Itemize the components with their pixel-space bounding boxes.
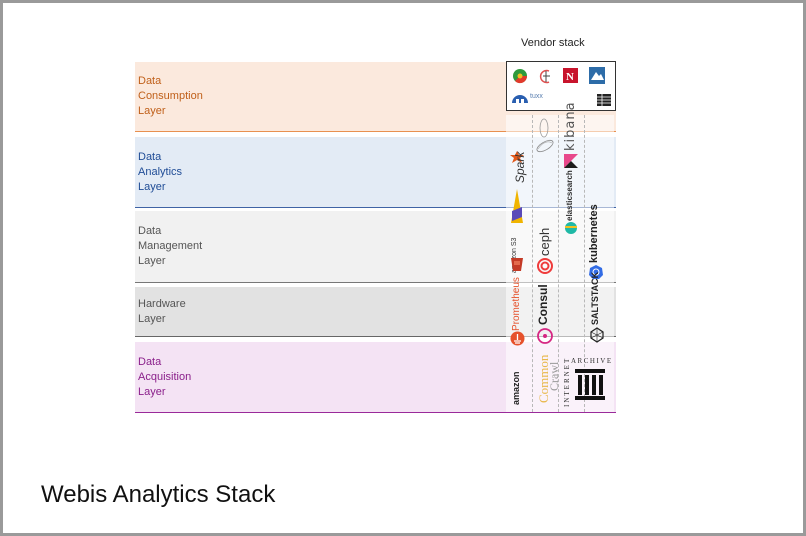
kubernetes-label: kubernetes <box>588 204 600 263</box>
vendor-column-divider-2 <box>558 115 559 412</box>
tuxx-icon <box>512 95 528 104</box>
internet-archive-building-icon <box>575 369 605 400</box>
elasticsearch-icon <box>565 222 577 234</box>
internet-label: INTERNET <box>563 356 571 407</box>
ceph-label: ceph <box>537 227 552 256</box>
vendor-column-bg <box>506 115 614 412</box>
vendor-column-divider-1 <box>532 115 533 412</box>
spark-icon <box>510 151 524 163</box>
prometheus-icon <box>510 331 525 346</box>
layer-acquisition-line <box>135 412 616 413</box>
layer-management-line <box>135 282 616 283</box>
saltstack-icon <box>590 327 604 343</box>
spark-label: Spark <box>513 151 527 183</box>
elephant-icon <box>536 139 554 153</box>
saltstack-label: SALTSTACK <box>590 271 600 325</box>
kubernetes-icon <box>589 265 603 279</box>
layer-hardware-label: Hardware Layer <box>138 298 186 325</box>
table-grid-icon <box>597 94 611 106</box>
layer-analytics-line <box>135 207 616 208</box>
layer-management-label: Data Management Layer <box>138 225 203 267</box>
pig-icon <box>539 118 549 138</box>
svg-text:N: N <box>566 71 574 83</box>
kibana-label: kibana <box>563 101 578 151</box>
mountain-icon <box>589 67 605 84</box>
elasticsearch-label: elasticsearch <box>565 170 574 221</box>
ceph-icon <box>537 258 553 274</box>
layer-hardware-line <box>135 336 616 337</box>
layer-consumption-label: Data Consumption Layer <box>138 75 203 117</box>
layer-analytics-label: Data Analytics Layer <box>138 151 183 193</box>
common-crawl-label-2: Crawl <box>547 361 561 391</box>
slide-title: Webis Analytics Stack <box>41 481 276 508</box>
vendor-stack-label: Vendor stack <box>521 37 585 49</box>
consumption-vendor-box: N tuxx <box>506 61 616 111</box>
chrome-like-icon <box>513 69 528 84</box>
archive-label: ARCHIVE <box>571 357 613 365</box>
consul-icon <box>537 328 553 344</box>
vendor-column-divider-3 <box>584 115 585 412</box>
amazon-aws-label: amazon <box>511 371 521 405</box>
hive-icon <box>511 189 523 223</box>
layer-consumption-line <box>135 131 616 132</box>
consul-label: Consul <box>536 284 550 325</box>
s3-bucket-icon <box>511 258 523 271</box>
kibana-icon <box>564 154 578 168</box>
layer-acquisition-label: Data Acquisition Layer <box>138 356 192 398</box>
prometheus-label: Prometheus <box>511 277 522 331</box>
flink-icon <box>539 69 550 84</box>
tuxx-label: tuxx <box>530 93 543 100</box>
netflix-icon: N <box>563 68 578 83</box>
